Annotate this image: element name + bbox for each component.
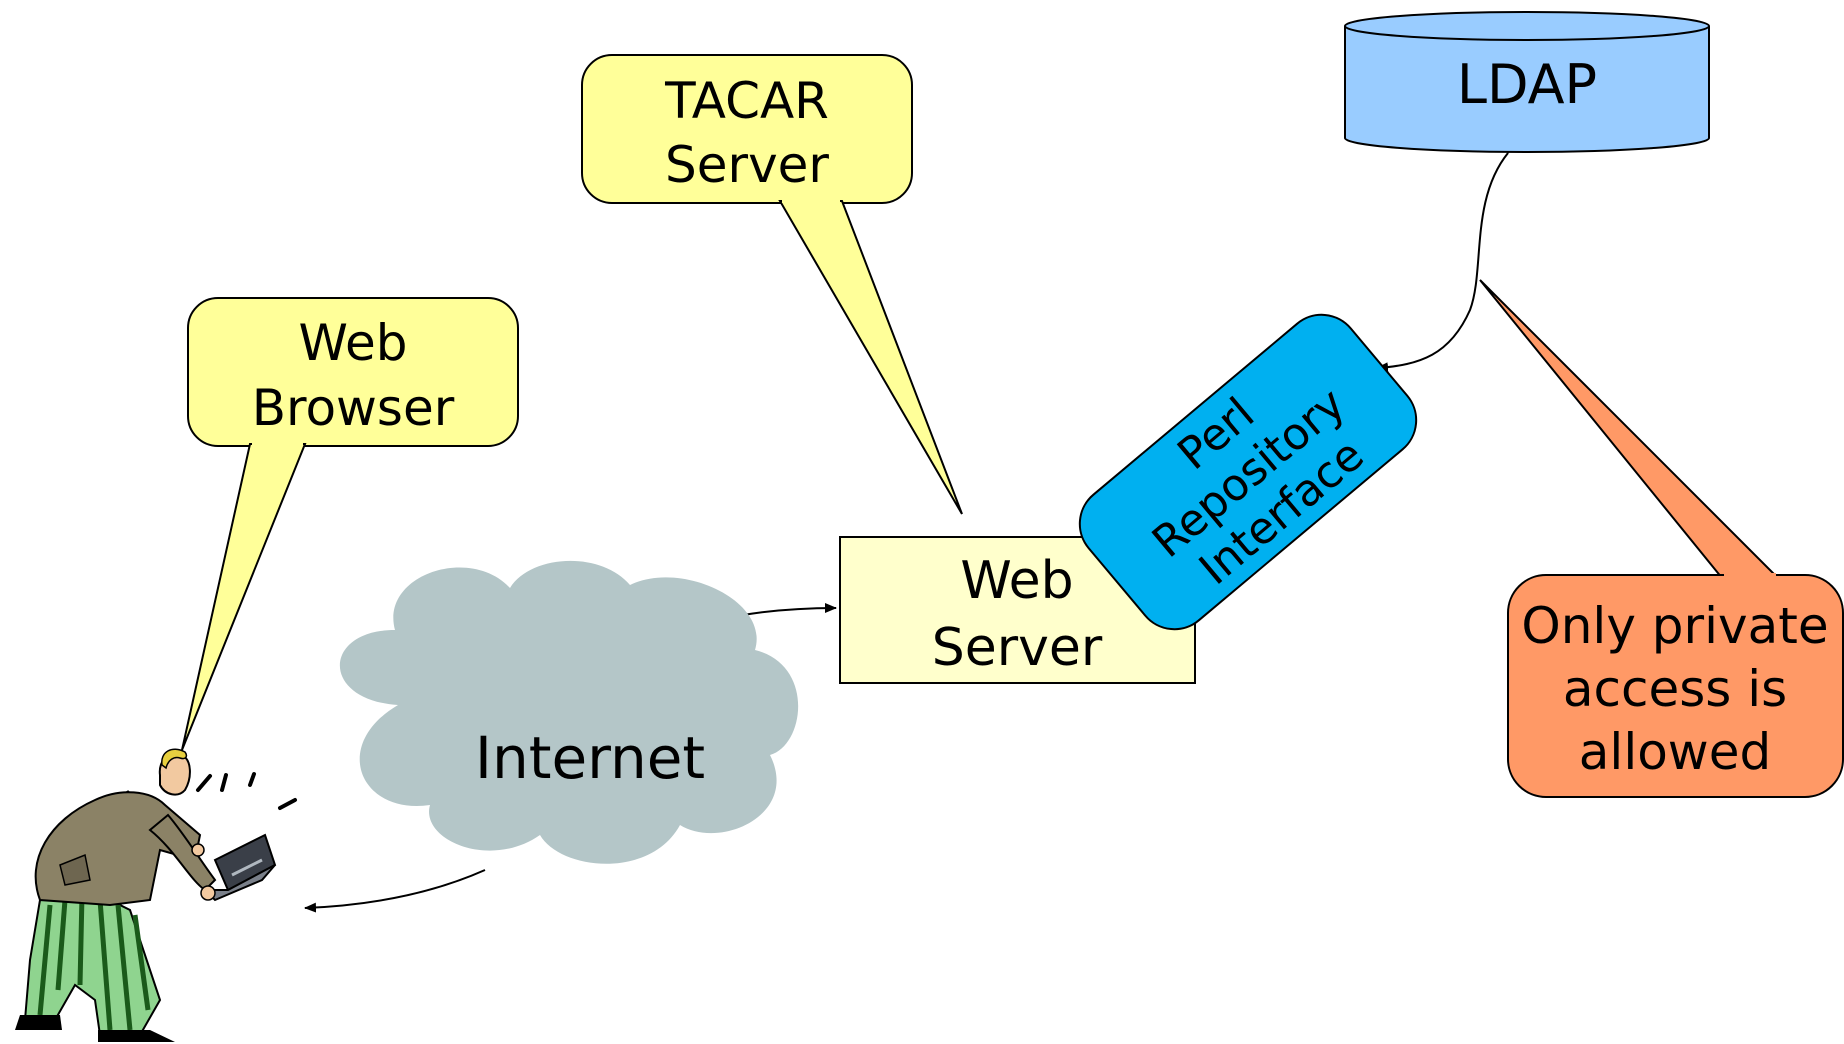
user-with-laptop-figure [15, 748, 297, 1042]
private-access-label-line1: Only private [1521, 597, 1828, 655]
web-browser-callout: Web Browser [181, 297, 519, 751]
internet-cloud: Internet [339, 560, 799, 864]
perl-repository-interface: Perl Repository Interface [1078, 313, 1418, 631]
ldap-label: LDAP [1457, 53, 1597, 116]
private-access-callout: Only private access is allowed [1479, 279, 1844, 798]
tacar-server-label-line1: TACAR [664, 72, 829, 130]
internet-to-user-arrow [304, 869, 486, 913]
web-server-label-line2: Server [932, 618, 1103, 678]
ldap-database: LDAP [1344, 11, 1710, 153]
ldap-to-perl-interface-arrow [1376, 141, 1519, 373]
web-server-box: Web Server [839, 536, 1196, 684]
tacar-server-label-line2: Server [665, 136, 829, 194]
private-access-label-line3: allowed [1579, 723, 1771, 781]
tacar-server-callout: TACAR Server [581, 54, 963, 515]
web-browser-label-line1: Web [298, 314, 407, 372]
web-browser-label-line2: Browser [252, 379, 455, 437]
internet-label: Internet [475, 724, 705, 792]
web-server-label-line1: Web [960, 551, 1073, 611]
private-access-label-line2: access is [1563, 660, 1787, 718]
